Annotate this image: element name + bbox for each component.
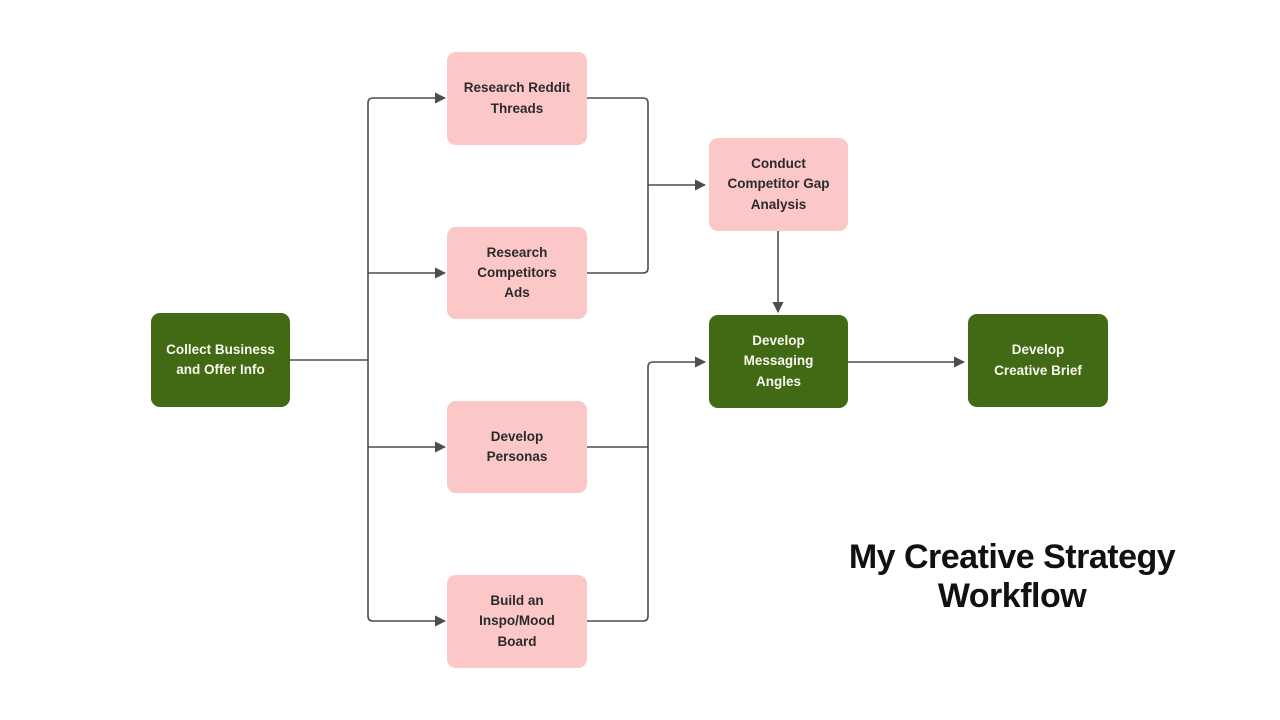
node-research-reddit-threads: Research Reddit Threads [447,52,587,145]
edge-reddit-to-merge [587,97,649,185]
node-collect-business-and-offer-info: Collect Business and Offer Info [151,313,290,407]
edge-collect-to-reddit [367,92,447,360]
node-conduct-competitor-gap-analysis: Conduct Competitor Gap Analysis [709,138,848,231]
node-build-inspo-mood-board: Build an Inspo/Mood Board [447,575,587,668]
node-research-competitors-ads: Research Competitors Ads [447,227,587,319]
node-develop-personas: Develop Personas [447,401,587,493]
node-develop-messaging-angles: Develop Messaging Angles [709,315,848,408]
edge-ads-to-merge [587,185,649,274]
workflow-title: My Creative Strategy Workflow [848,538,1176,615]
edge-collect-to-board [367,360,447,627]
node-develop-creative-brief: Develop Creative Brief [968,314,1108,407]
edge-board-to-messaging [587,356,707,622]
